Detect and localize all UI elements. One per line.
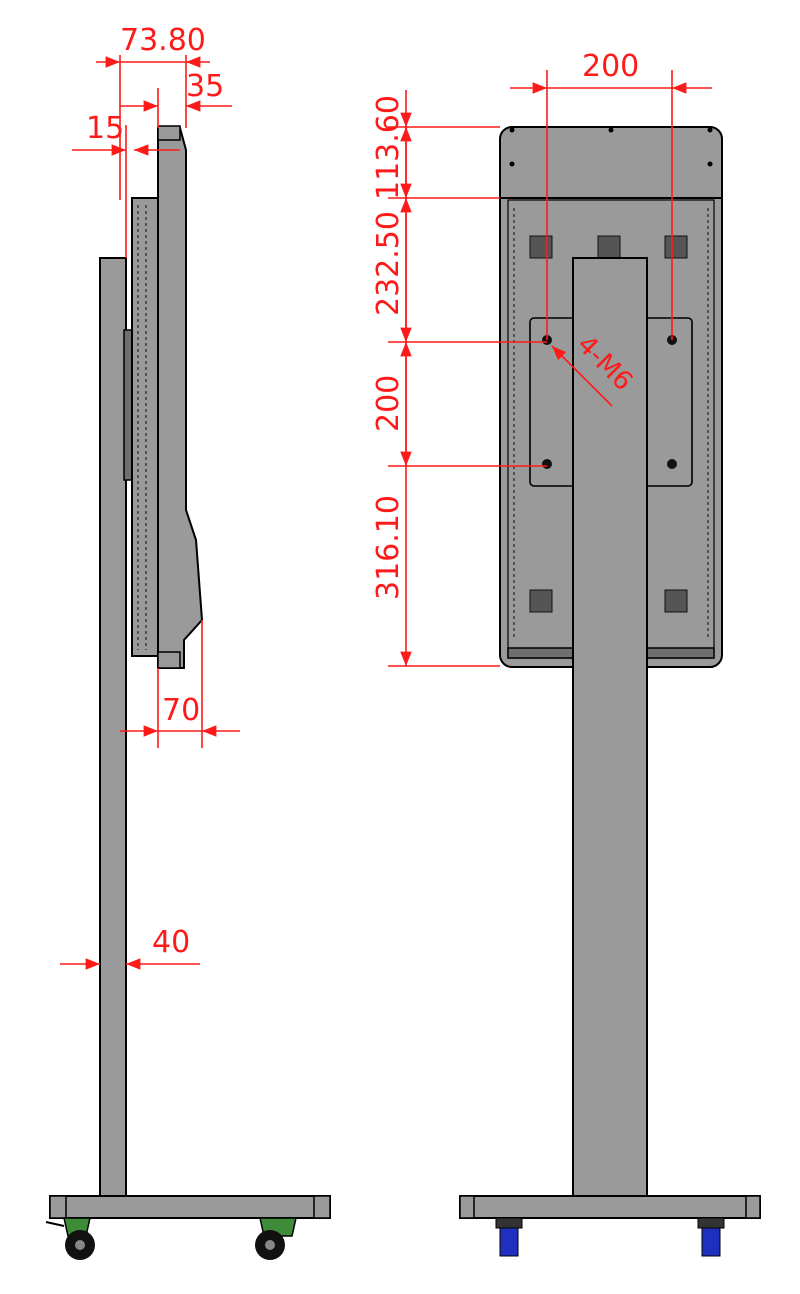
side-vent-lines: [137, 205, 147, 650]
side-base-end-left: [49, 1195, 67, 1219]
side-display-housing: [131, 197, 159, 657]
dim-vertical-chain: 113.60 232.50 200 316.10: [371, 90, 547, 667]
dim-post: 40: [60, 925, 200, 970]
dim-depth-total-label: 73.80: [120, 23, 206, 58]
side-caster-left: [45, 1217, 95, 1260]
rear-base: [459, 1195, 761, 1219]
dim-to-bottom-label: 316.10: [371, 495, 406, 600]
dim-depth-bezel-label: 35: [186, 69, 224, 104]
rear-caster-left: [495, 1217, 523, 1257]
dim-vesa-width: 200: [510, 49, 712, 340]
rear-view: 200 113.60 232.50 200 316.10 4-M6: [371, 49, 761, 1257]
dim-bulge-label: 70: [162, 693, 200, 728]
rear-base-end-left: [459, 1195, 475, 1219]
rear-side-vents: [513, 208, 709, 640]
rear-caster-right: [697, 1217, 725, 1257]
side-view: 73.80 35 15 70 40: [45, 23, 331, 1260]
side-top-cap: [157, 125, 181, 141]
dim-offset: 15: [72, 111, 180, 258]
side-post: [99, 257, 127, 1203]
side-caster-right: [255, 1217, 297, 1260]
dim-top-band-label: 113.60: [371, 95, 406, 200]
side-bottom-cap: [157, 651, 181, 669]
dim-to-mount-label: 232.50: [371, 211, 406, 316]
dim-depth-bezel: 35: [120, 69, 232, 128]
dim-vesa-height-label: 200: [371, 375, 406, 432]
side-base-end-right: [313, 1195, 331, 1219]
dim-post-label: 40: [152, 925, 190, 960]
dim-bulge: 70: [120, 620, 240, 748]
rear-base-end-right: [745, 1195, 761, 1219]
side-display-front: [157, 127, 204, 669]
side-base: [49, 1195, 331, 1219]
dim-depth-total: 73.80: [96, 23, 210, 200]
rear-screw-dots: [509, 127, 713, 167]
dim-offset-label: 15: [86, 111, 124, 146]
dim-vesa-width-label: 200: [582, 49, 639, 84]
rear-post: [572, 257, 648, 1203]
